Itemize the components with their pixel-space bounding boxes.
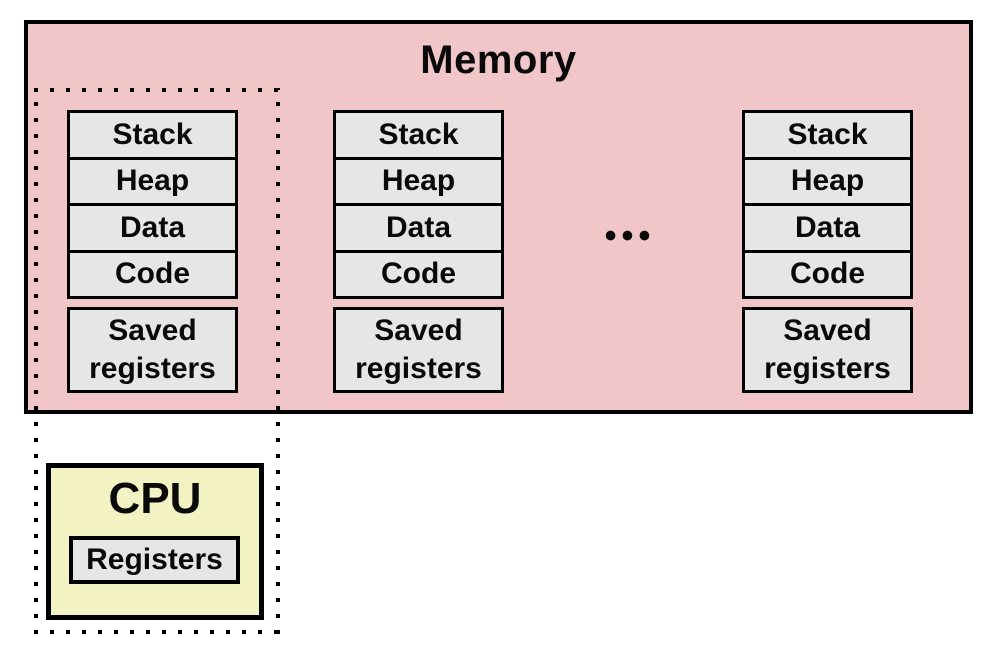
process-2-saved-registers-box: Saved registers <box>333 307 504 393</box>
segment-code: Code <box>70 249 235 297</box>
segment-stack: Stack <box>112 117 193 151</box>
process-1-saved-registers-box: Saved registers <box>67 307 238 393</box>
segment-data: Data <box>745 203 910 250</box>
segment-code: Code <box>745 249 910 297</box>
segment-stack: Stack <box>787 117 868 151</box>
segment-stack: Stack <box>378 117 459 151</box>
segment-data: Data <box>336 203 501 250</box>
segment-data: Data <box>70 203 235 250</box>
memory-title: Memory <box>420 38 577 82</box>
cpu-title: CPU <box>108 474 202 523</box>
cpu-box: CPU Registers <box>46 463 264 620</box>
process-1-address-space: Stack Heap Data Code <box>67 110 238 299</box>
more-processes-ellipsis-icon: ••• <box>604 217 656 255</box>
process-2-address-space: Stack Heap Data Code <box>333 110 504 299</box>
process-n-saved-registers-box: Saved registers <box>742 307 913 393</box>
segment-heap: Heap <box>336 156 501 204</box>
segment-code: Code <box>336 249 501 297</box>
process-n-address-space: Stack Heap Data Code <box>742 110 913 299</box>
cpu-registers-box: Registers <box>69 536 240 584</box>
segment-heap: Heap <box>745 156 910 204</box>
segment-heap: Heap <box>70 156 235 204</box>
